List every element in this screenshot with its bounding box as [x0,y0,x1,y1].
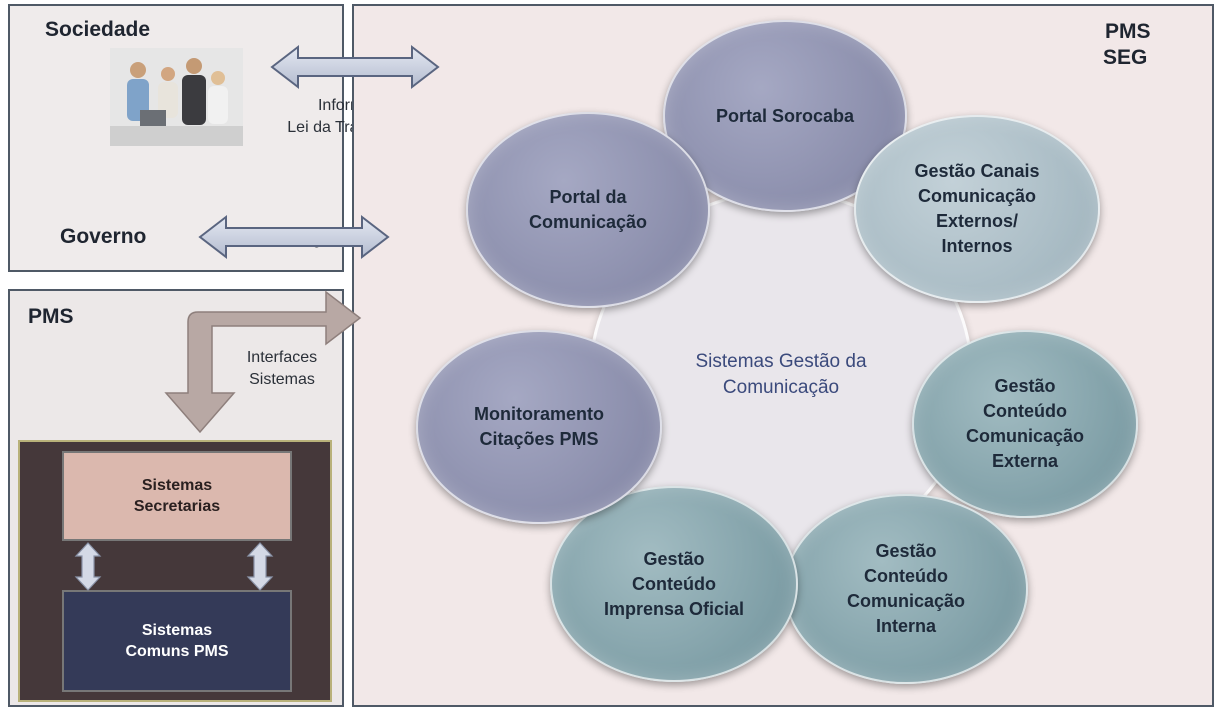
eping-label: e-Ping [274,231,322,248]
circle-label: Externa [991,451,1059,471]
circle-label: Comunicação [917,186,1037,206]
interfaces-label-2: Sistemas [249,371,315,388]
circle-label: Portal Sorocaba [715,105,855,126]
circle-gestao-interna: Gestão Conteúdo Comunicação Interna [784,494,1028,684]
circle-portal-comunicacao: Portal da Comunicação [466,112,710,308]
circle-label: Interna [875,616,936,636]
circle-label: Citações PMS [479,429,599,449]
circle-label: Comunicação [846,591,966,611]
interfaces-label-1: Interfaces [246,349,318,366]
government-title: Governo [60,225,147,248]
circle-gestao-canais: Gestão Canais Comunicação Externos/ Inte… [854,115,1100,303]
secretarias-line-1: Sistemas [141,477,213,494]
circle-label: Gestão [994,376,1056,396]
circle-label: Imprensa Oficial [603,598,745,619]
comuns-line-1: Sistemas [141,622,213,639]
circle-label: Gestão [643,548,705,569]
people-photo [110,48,243,146]
seg-title-1: PMS [1105,20,1151,43]
center-label-line-2: Comunicação [722,377,840,398]
circle-label: Comunicação [528,212,648,232]
circle-label: Externos/ [935,211,1019,231]
comuns-line-2: Comuns PMS [125,643,229,660]
center-label-line-1: Sistemas Gestão da [695,351,867,372]
sistemas-comuns-box: Sistemas Comuns PMS [62,590,292,692]
circle-label: Gestão [875,541,937,561]
circle-gestao-externa: Gestão Conteúdo Comunicação Externa [912,330,1138,518]
circle-imprensa-oficial: Gestão Conteúdo Imprensa Oficial [550,486,798,682]
circle-label: Conteúdo [864,566,948,586]
circle-label: Conteúdo [983,401,1067,421]
circle-label: Portal da [549,187,627,207]
circle-label: Monitoramento [474,404,604,424]
circle-label: Internos [941,236,1013,256]
circle-monitoramento: Monitoramento Citações PMS [416,330,662,524]
secretarias-line-2: Secretarias [133,498,221,515]
circle-label: Gestão Canais [914,161,1040,181]
seg-title-2: SEG [1103,46,1148,69]
circle-label: Comunicação [965,426,1085,446]
society-title: Sociedade [45,18,151,41]
circle-label: Conteúdo [632,573,716,594]
sistemas-secretarias-box: Sistemas Secretarias [62,451,292,541]
pms-title: PMS [28,305,74,328]
